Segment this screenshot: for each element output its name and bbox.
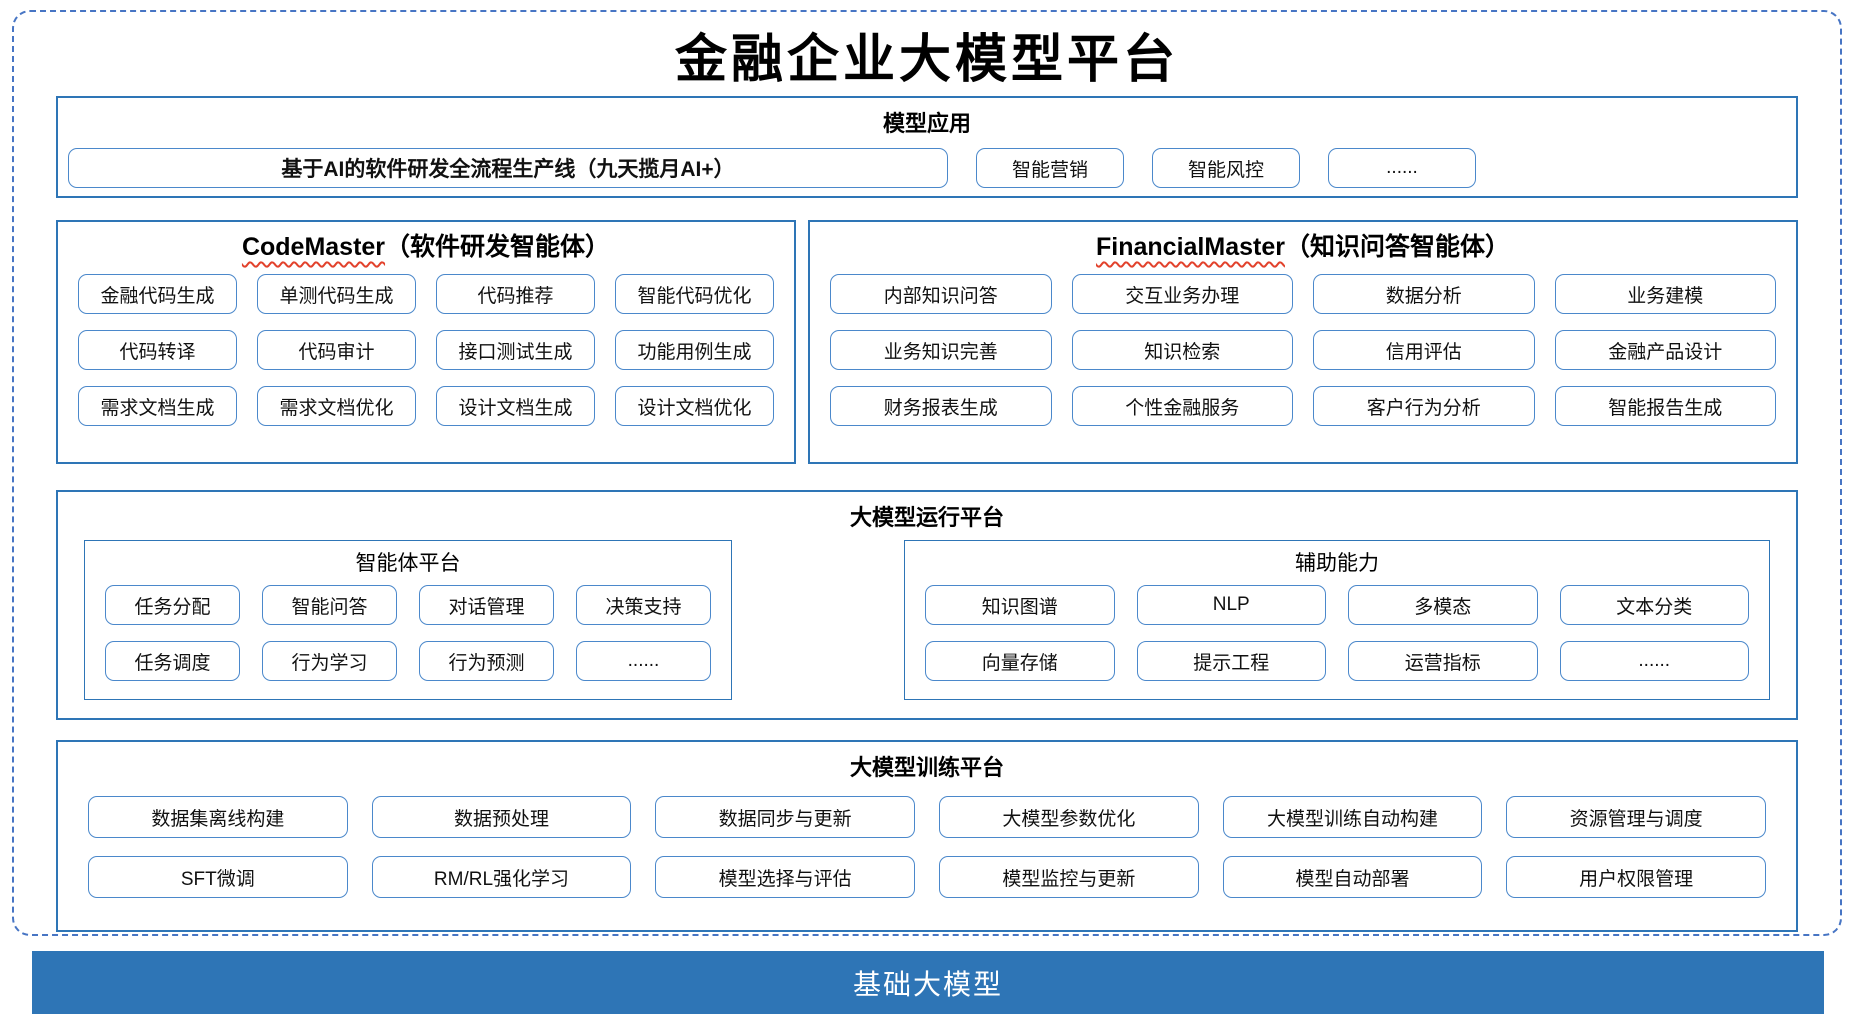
aux-item: 多模态 [1348, 585, 1538, 625]
section-model-apps: 模型应用 基于AI的软件研发全流程生产线（九天揽月AI+） 智能营销 智能风控 … [56, 96, 1798, 198]
app-box-ellipsis: ...... [1328, 148, 1476, 188]
training-item: 数据同步与更新 [655, 796, 915, 838]
financialmaster-item: 业务知识完善 [830, 330, 1052, 370]
agent-platform-item: 行为预测 [419, 641, 554, 681]
aux-item: 向量存储 [925, 641, 1115, 681]
agent-platform-item: 对话管理 [419, 585, 554, 625]
codemaster-item: 单测代码生成 [257, 274, 416, 314]
training-item: 大模型参数优化 [938, 796, 1199, 838]
panel-financialmaster-title: FinancialMaster（知识问答智能体） [830, 228, 1776, 268]
agent-platform-item: 行为学习 [262, 641, 397, 681]
financialmaster-item: 智能报告生成 [1554, 386, 1776, 426]
model-apps-row: 基于AI的软件研发全流程生产线（九天揽月AI+） 智能营销 智能风控 .....… [58, 138, 1796, 188]
codemaster-item: 智能代码优化 [615, 274, 774, 314]
codemaster-item: 设计文档生成 [436, 386, 595, 426]
financialmaster-item: 个性金融服务 [1071, 386, 1293, 426]
training-item: 数据集离线构建 [88, 796, 348, 838]
agents-row: CodeMaster（软件研发智能体） 金融代码生成 单测代码生成 代码推荐 智… [56, 220, 1798, 464]
training-item: RM/RL强化学习 [371, 856, 632, 898]
financialmaster-item: 交互业务办理 [1071, 274, 1293, 314]
codemaster-item: 代码转译 [78, 330, 237, 370]
agent-platform-item-ellipsis: ...... [576, 641, 711, 681]
codemaster-item: 代码推荐 [436, 274, 595, 314]
codemaster-item: 代码审计 [257, 330, 416, 370]
aux-item: 文本分类 [1559, 585, 1749, 625]
runtime-row: 智能体平台 任务分配 智能问答 对话管理 决策支持 任务调度 行为学习 行为预测… [58, 532, 1796, 700]
agent-platform-item: 任务调度 [105, 641, 240, 681]
section-training: 大模型训练平台 数据集离线构建 数据预处理 数据同步与更新 大模型参数优化 大模… [56, 740, 1798, 932]
app-box-pipeline: 基于AI的软件研发全流程生产线（九天揽月AI+） [68, 148, 948, 188]
app-box: 智能风控 [1152, 148, 1300, 188]
training-item: 模型自动部署 [1222, 856, 1483, 898]
aux-item-ellipsis: ...... [1559, 641, 1749, 681]
training-item: 用户权限管理 [1506, 856, 1766, 898]
agent-platform-item: 决策支持 [576, 585, 711, 625]
financialmaster-item: 业务建模 [1554, 274, 1776, 314]
subpanel-agent-platform: 智能体平台 任务分配 智能问答 对话管理 决策支持 任务调度 行为学习 行为预测… [84, 540, 732, 700]
financialmaster-item: 知识检索 [1071, 330, 1293, 370]
training-item: 模型选择与评估 [655, 856, 915, 898]
financialmaster-item: 信用评估 [1313, 330, 1535, 370]
codemaster-item: 需求文档生成 [78, 386, 237, 426]
aux-item: 提示工程 [1136, 641, 1326, 681]
page-title: 金融企业大模型平台 [674, 29, 1179, 90]
codemaster-title-en: CodeMaster [241, 233, 386, 261]
codemaster-title-zh: （软件研发智能体） [385, 233, 611, 261]
financialmaster-grid: 内部知识问答 交互业务办理 数据分析 业务建模 业务知识完善 知识检索 信用评估… [830, 274, 1776, 426]
codemaster-item: 需求文档优化 [257, 386, 416, 426]
financialmaster-item: 金融产品设计 [1554, 330, 1776, 370]
section-model-apps-title: 模型应用 [882, 111, 971, 136]
aux-capabilities-grid: 知识图谱 NLP 多模态 文本分类 向量存储 提示工程 运营指标 ...... [925, 585, 1749, 681]
training-item: 大模型训练自动构建 [1222, 796, 1483, 838]
panel-codemaster: CodeMaster（软件研发智能体） 金融代码生成 单测代码生成 代码推荐 智… [56, 220, 796, 464]
financialmaster-title-en: FinancialMaster [1096, 233, 1285, 261]
agent-platform-title: 智能体平台 [355, 552, 461, 575]
section-training-title: 大模型训练平台 [849, 755, 1004, 780]
platform-dashed-frame: 金融企业大模型平台 模型应用 基于AI的软件研发全流程生产线（九天揽月AI+） … [12, 10, 1842, 936]
aux-item: 运营指标 [1348, 641, 1538, 681]
app-box: 智能营销 [976, 148, 1124, 188]
agent-platform-grid: 任务分配 智能问答 对话管理 决策支持 任务调度 行为学习 行为预测 .....… [105, 585, 711, 681]
training-grid: 数据集离线构建 数据预处理 数据同步与更新 大模型参数优化 大模型训练自动构建 … [58, 782, 1796, 898]
training-item: 数据预处理 [371, 796, 632, 838]
training-item: 资源管理与调度 [1506, 796, 1766, 838]
financialmaster-item: 客户行为分析 [1313, 386, 1535, 426]
financialmaster-item: 财务报表生成 [830, 386, 1052, 426]
panel-codemaster-title: CodeMaster（软件研发智能体） [78, 228, 774, 268]
training-item: 模型监控与更新 [938, 856, 1199, 898]
aux-capabilities-title: 辅助能力 [1295, 552, 1379, 575]
codemaster-item: 功能用例生成 [615, 330, 774, 370]
financialmaster-item: 数据分析 [1313, 274, 1535, 314]
financialmaster-item: 内部知识问答 [830, 274, 1052, 314]
foundation-model-bar: 基础大模型 [32, 951, 1824, 1014]
subpanel-aux-capabilities: 辅助能力 知识图谱 NLP 多模态 文本分类 向量存储 提示工程 运营指标 ..… [904, 540, 1770, 700]
aux-item: NLP [1136, 585, 1326, 625]
financialmaster-title-zh: （知识问答智能体） [1284, 233, 1510, 261]
codemaster-item: 设计文档优化 [615, 386, 774, 426]
codemaster-item: 金融代码生成 [78, 274, 237, 314]
panel-financialmaster: FinancialMaster（知识问答智能体） 内部知识问答 交互业务办理 数… [808, 220, 1798, 464]
aux-item: 知识图谱 [925, 585, 1115, 625]
training-item: SFT微调 [88, 856, 348, 898]
codemaster-grid: 金融代码生成 单测代码生成 代码推荐 智能代码优化 代码转译 代码审计 接口测试… [78, 274, 774, 426]
agent-platform-item: 智能问答 [262, 585, 397, 625]
codemaster-item: 接口测试生成 [436, 330, 595, 370]
section-runtime: 大模型运行平台 智能体平台 任务分配 智能问答 对话管理 决策支持 任务调度 行… [56, 490, 1798, 720]
agent-platform-item: 任务分配 [105, 585, 240, 625]
section-runtime-title: 大模型运行平台 [849, 505, 1004, 530]
